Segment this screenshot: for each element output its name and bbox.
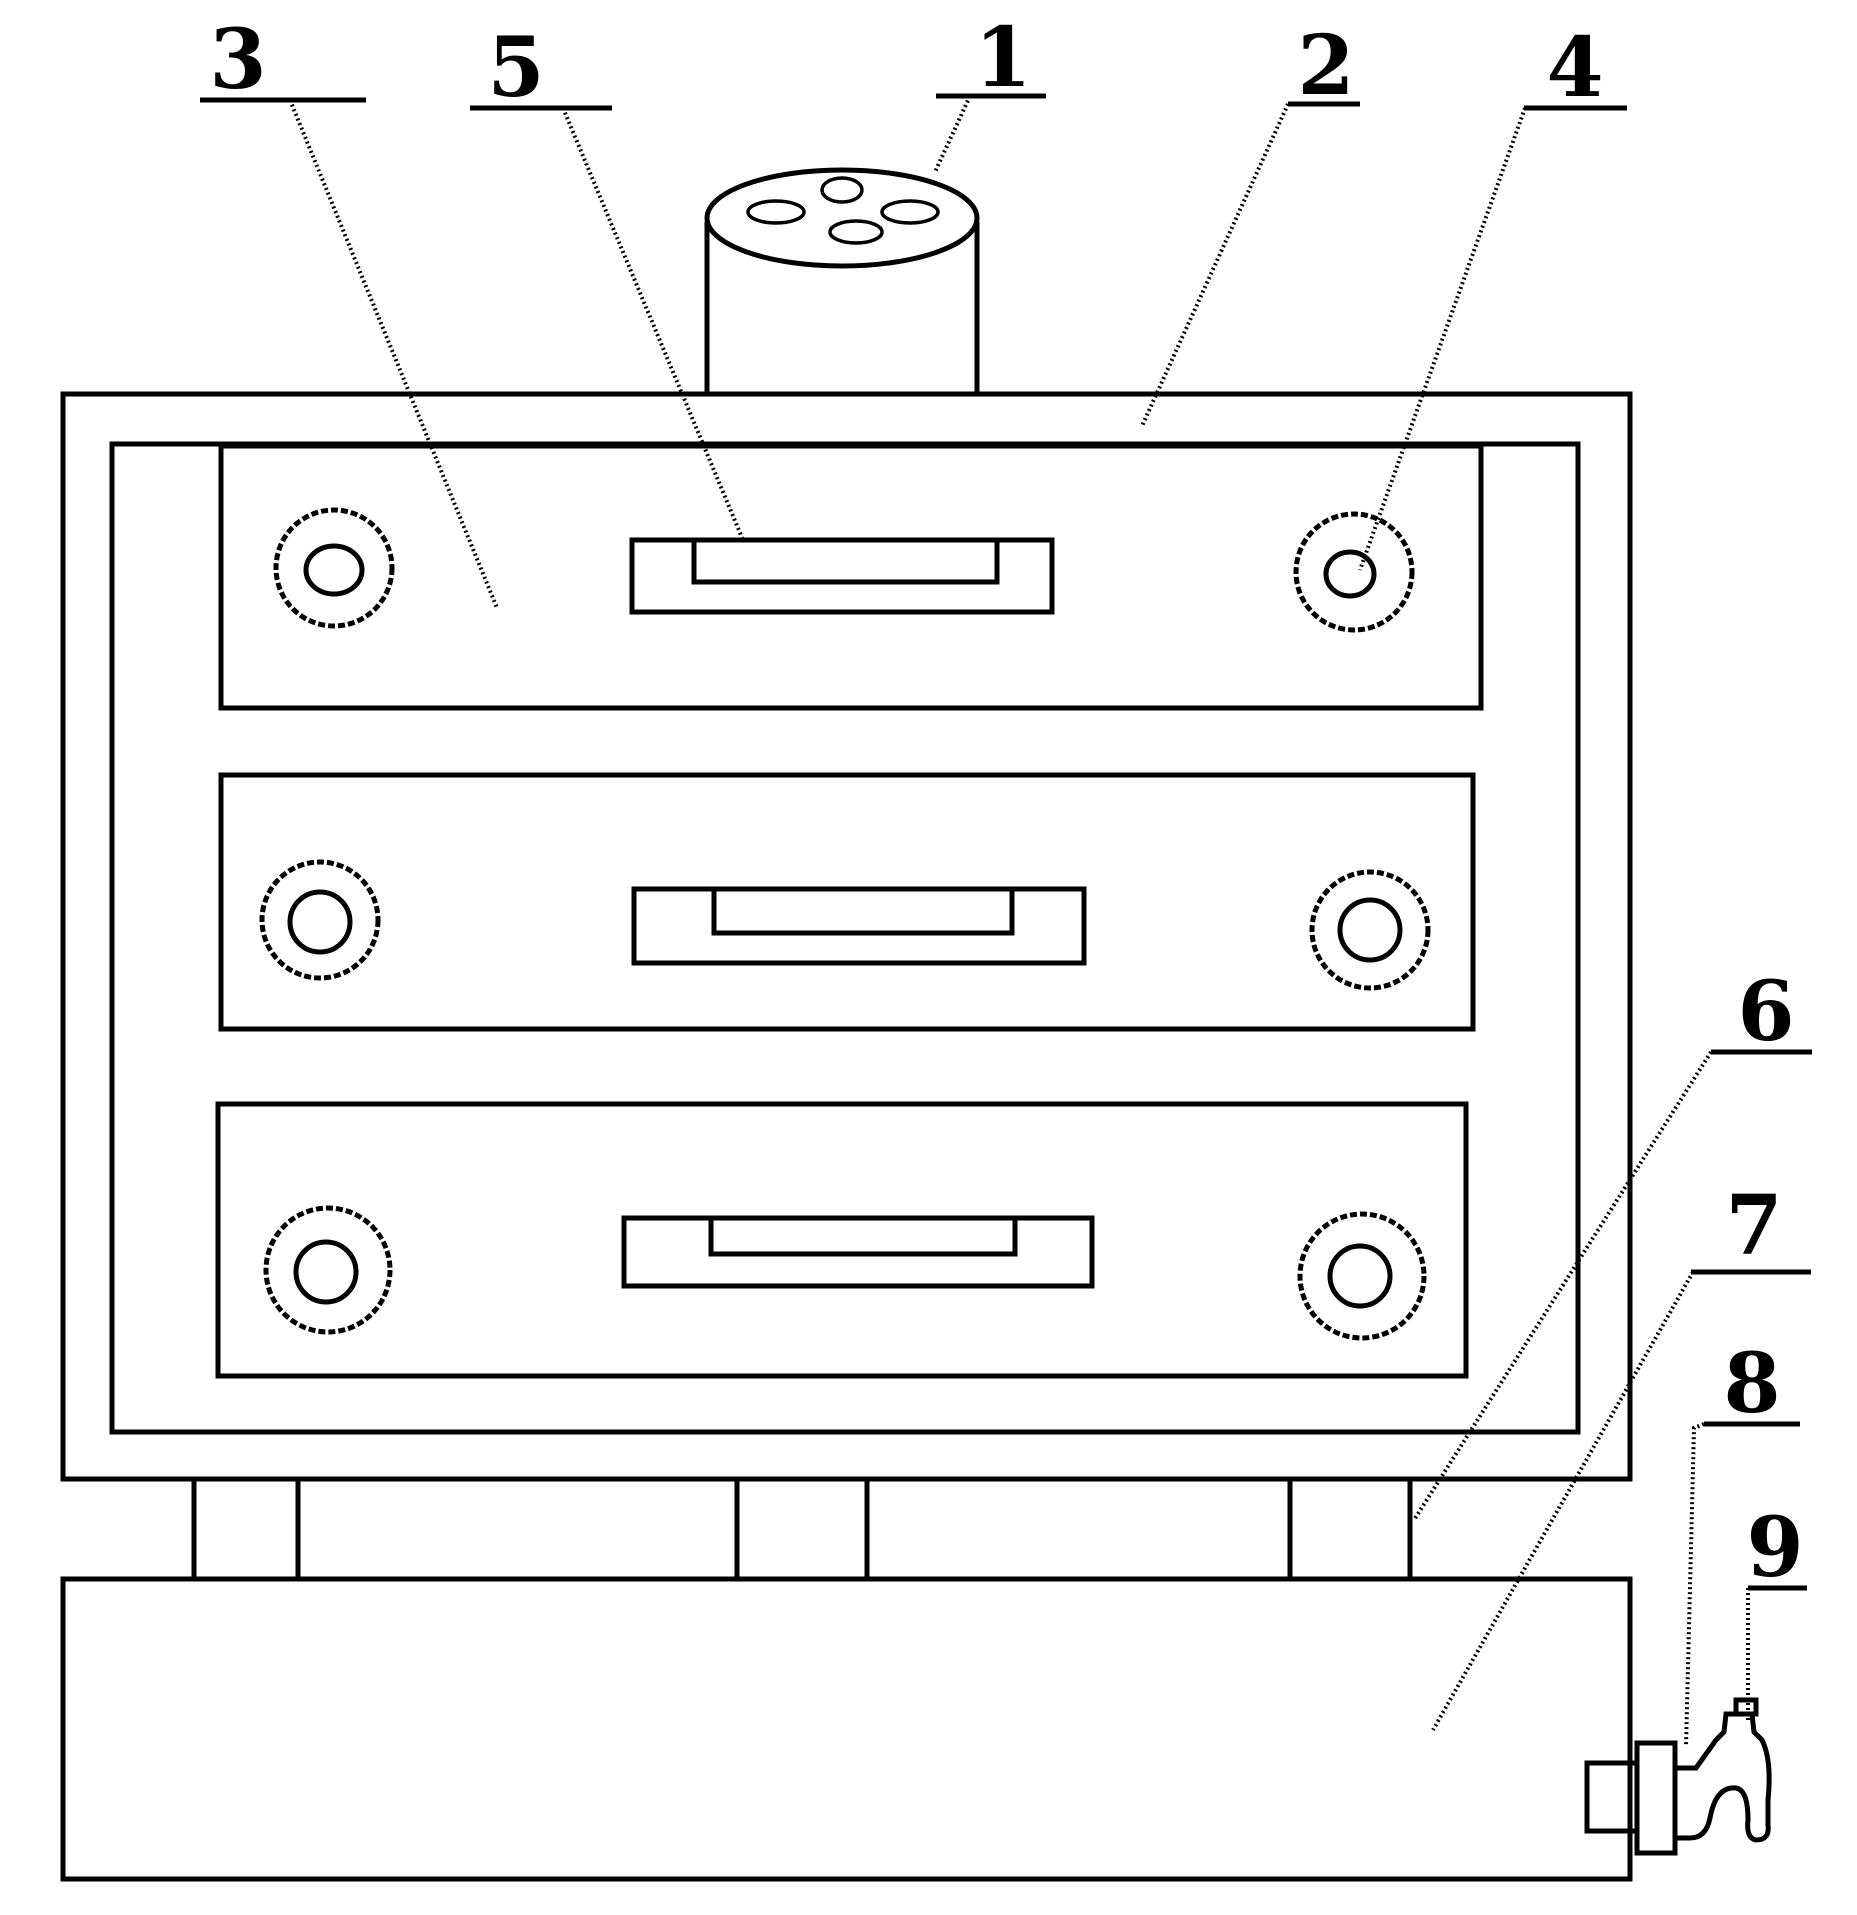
base-tank <box>60 1576 1633 1882</box>
top-cylinder <box>704 167 980 394</box>
label-3: 3 <box>209 12 266 108</box>
leader-6 <box>1412 1050 1713 1522</box>
leader-5 <box>561 107 745 541</box>
cabinet-frame <box>60 391 1633 1482</box>
drawer-knob-right-1 <box>1293 511 1415 633</box>
label-4: 4 <box>1546 20 1603 116</box>
leader-3 <box>288 99 499 609</box>
callout-labels: 3 5 1 2 4 6 7 8 9 <box>209 10 1803 1596</box>
label-8: 8 <box>1723 1336 1780 1432</box>
drawer-knob-left-3 <box>263 1205 393 1335</box>
drawer-3 <box>215 1101 1469 1379</box>
drain-valve <box>1584 1697 1772 1856</box>
drawer-knob-right-3 <box>1297 1211 1427 1341</box>
drawer-knob-left-1 <box>273 507 395 629</box>
label-6: 6 <box>1737 964 1794 1060</box>
leader-8 <box>1431 1271 1695 1731</box>
drawer-knob-right-2 <box>1309 869 1431 991</box>
drawer-1 <box>218 443 1484 711</box>
drawer-handle-2 <box>631 886 1087 966</box>
label-7: 7 <box>1725 1178 1782 1274</box>
label-9: 9 <box>1746 1500 1803 1596</box>
leader-lines <box>288 95 1750 1747</box>
leader-2 <box>1140 103 1290 427</box>
drawer-2 <box>218 772 1476 1032</box>
leader-4 <box>1358 107 1527 571</box>
label-2: 2 <box>1297 18 1354 114</box>
label-5: 5 <box>487 20 544 116</box>
leader-7 <box>1684 1422 1705 1747</box>
leader-1 <box>933 95 972 173</box>
cylinder-holes <box>746 176 940 245</box>
support-legs <box>191 1476 1413 1582</box>
drawer-knob-left-2 <box>259 859 381 981</box>
label-1: 1 <box>974 10 1031 106</box>
label-underlines <box>200 93 1812 1591</box>
